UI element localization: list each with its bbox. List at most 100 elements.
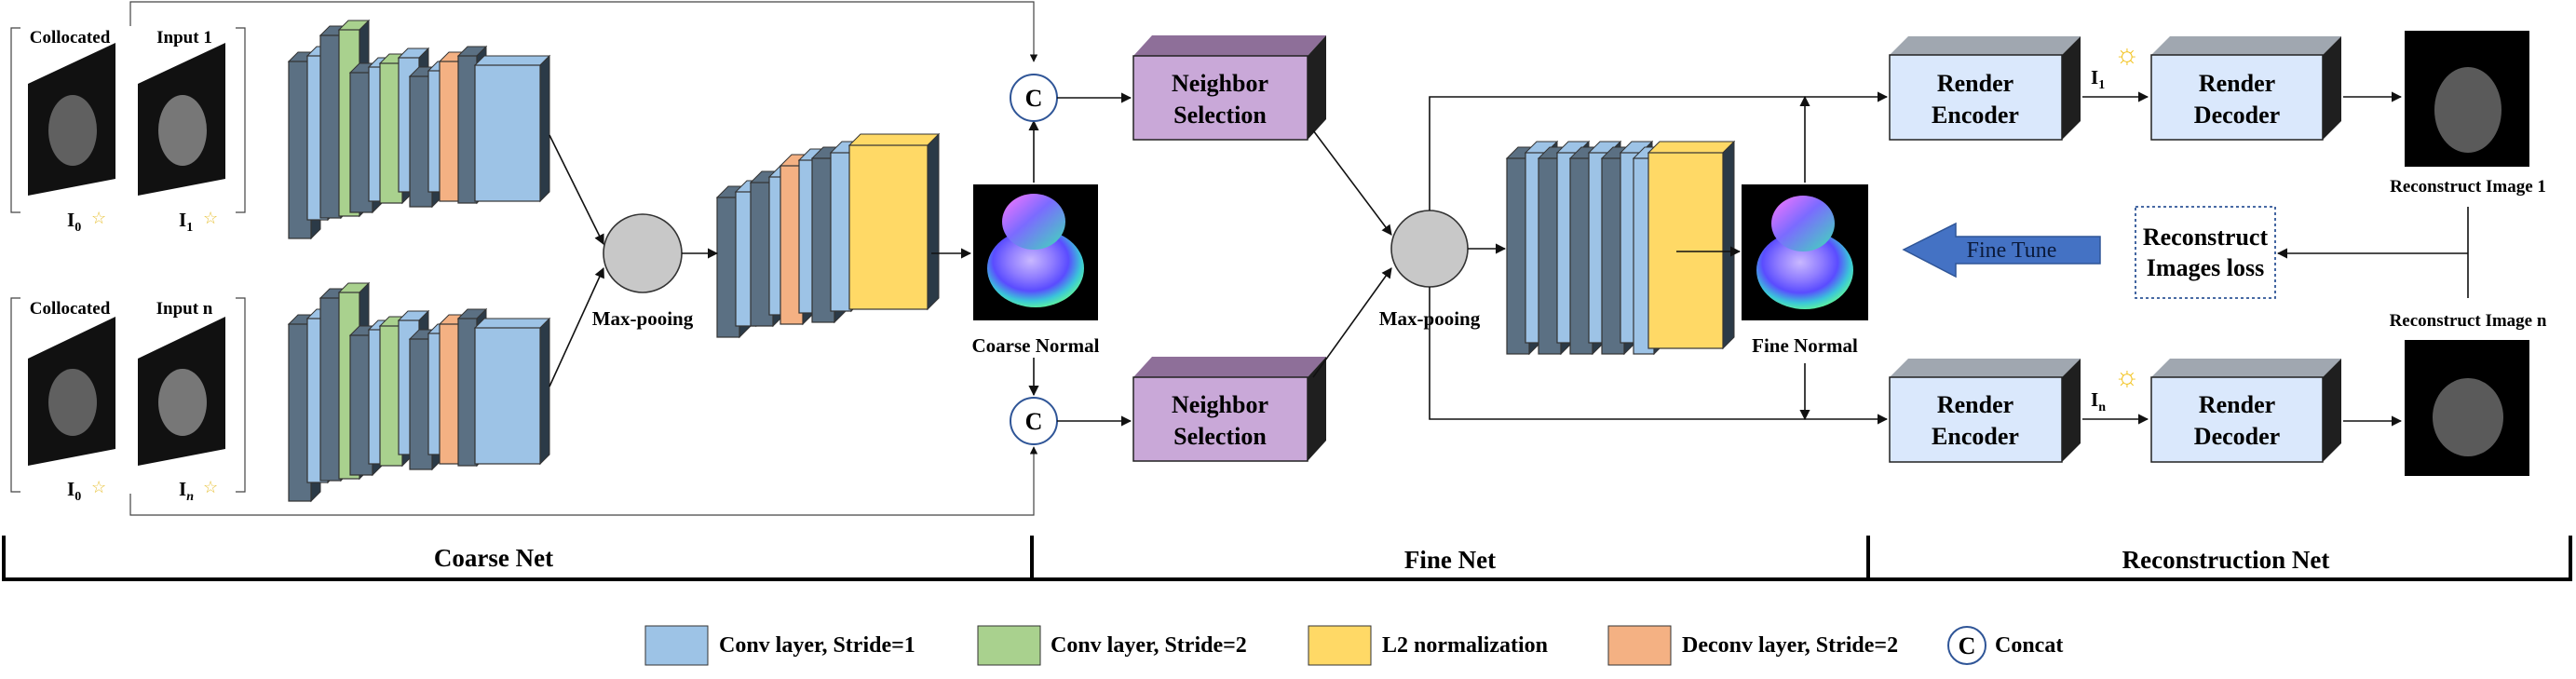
light-icon: ☆ [91,209,106,227]
loss-label-line2: Images loss [2147,254,2264,281]
neighbor-label-line2: Selection [1173,102,1267,129]
input-bracket-left [10,27,20,213]
arrow-neighbor-to-pool [1312,267,1392,378]
concat-top: C [1010,74,1132,122]
decoder-label-line1: Render [2199,391,2275,418]
render-decoder-bottom: Render Decoder [2150,359,2341,463]
in-label: In [179,478,194,504]
input-group-top: Collocated Input 1 I0 ☆ I1 ☆ [10,27,246,235]
normal-cat-body [987,229,1084,307]
i0-label: I0 [67,478,81,504]
render-decoder-top: Render Decoder [2150,36,2341,141]
neighbor-label-line1: Neighbor [1172,391,1268,418]
box-top-face [1890,359,2081,377]
i1-label: I1 [179,209,193,235]
layer-front-face [457,55,478,204]
lightbulb-icon: ☼ [2114,39,2140,70]
light-label: I1 [2091,66,2105,92]
layer-top-face [473,318,551,329]
box-side-face [2062,359,2081,462]
skip-line-top [129,1,1038,62]
box-front-face [2150,376,2324,463]
lightbulb-icon: ☼ [2114,361,2140,392]
light-bottom: In ☼ [2082,361,2149,425]
legend: Conv layer, Stride=1 Conv layer, Stride=… [644,625,2063,666]
legend-swatch [644,625,709,666]
box-top-face [2151,36,2341,55]
light-top: I1 ☼ [2082,39,2149,102]
layer-top-face [847,133,941,146]
arrow-pool-to-encoder-bottom [1429,287,1889,425]
layer-side-face [539,317,550,466]
i0-label: I0 [67,209,81,235]
render-encoder-bottom: Render Encoder [1889,359,2081,463]
neighbor-label-line2: Selection [1173,423,1267,450]
legend-swatch [977,625,1041,666]
cat-silhouette [2434,67,2501,153]
box-front-face [1889,376,2063,463]
legend-label: Conv layer, Stride=2 [1051,633,1247,658]
maxpool-coarse-label: Max-pooing [592,307,694,330]
concat-symbol: C [1025,408,1043,435]
legend-label: Deconv layer, Stride=2 [1682,633,1898,658]
layer-top-face [473,55,551,66]
input-bracket-right [236,297,246,493]
layer-front-face [1647,152,1724,349]
section-reconstruction-net: Reconstruction Net [2122,546,2330,574]
coarse-connections: Max-pooing [129,1,1038,516]
concat-symbol: C [1959,632,1976,659]
reconstruct-loss: Reconstruct Images loss [2135,206,2469,299]
encoder-label-line2: Encoder [1932,102,2019,129]
encoder-label-line1: Render [1937,70,2013,97]
l2-norm-layer [1647,140,1736,350]
input-bracket-right [236,27,246,213]
box-front-face [1132,376,1308,462]
decoder-label-line1: Render [2199,70,2275,97]
cat-silhouette [158,369,207,436]
light-label: In [2091,388,2106,414]
legend-label: Concat [1995,633,2063,658]
box-side-face [1308,35,1326,140]
arrow-pool-to-encoder-top [1429,91,1889,210]
cat-silhouette [48,95,97,166]
coarse-normal-map: Coarse Normal [971,119,1100,397]
layer-front-face [474,327,541,465]
box-side-face [2062,36,2081,140]
maxpool-coarse-node [603,213,683,293]
box-front-face [2150,54,2324,141]
reconstruct-image-1: Reconstruct Image 1 [2343,31,2546,197]
input-1-label: Input 1 [156,28,212,48]
coarse-normal-label: Coarse Normal [971,334,1099,357]
render-encoder-top: Render Encoder [1889,36,2081,141]
arrow-stack-to-pool [549,134,604,246]
layer-front-face [830,152,852,312]
encoder-label-line2: Encoder [1932,423,2019,450]
legend-swatch [1607,625,1672,666]
decoder-label-line2: Decoder [2194,102,2280,129]
conv-s1-layer [473,54,551,203]
concat-icon [1947,626,1986,665]
collocated-label: Collocated [30,299,111,319]
decoder-label-line2: Decoder [2194,423,2280,450]
arrow-stack-to-pool [549,266,604,387]
maxpool-fine-node [1390,210,1469,288]
box-side-face [1308,357,1326,461]
fine-tune-arrow-shape [1902,222,2101,278]
skip-line-bottom [129,446,1038,516]
section-fine-net: Fine Net [1404,546,1496,574]
normal-cat-head [1771,196,1835,251]
collocated-label: Collocated [30,28,111,48]
section-brackets: Coarse Net Fine Net Reconstruction Net [2,536,2572,581]
neighbor-selection-top: Neighbor Selection [1132,35,1326,141]
box-side-face [2323,36,2341,140]
layer-side-face [539,54,550,203]
fine-tune-arrow: Fine Tune [1902,222,2101,278]
fine-connections: Max-pooing [1312,91,1889,425]
layer-front-face [319,34,342,219]
layer-top-face [1647,141,1736,154]
layer-side-face [1722,140,1735,350]
normal-cat-head [1002,194,1065,250]
fine-normal-map: Fine Normal [1742,184,1868,357]
box-top-face [1890,36,2081,55]
